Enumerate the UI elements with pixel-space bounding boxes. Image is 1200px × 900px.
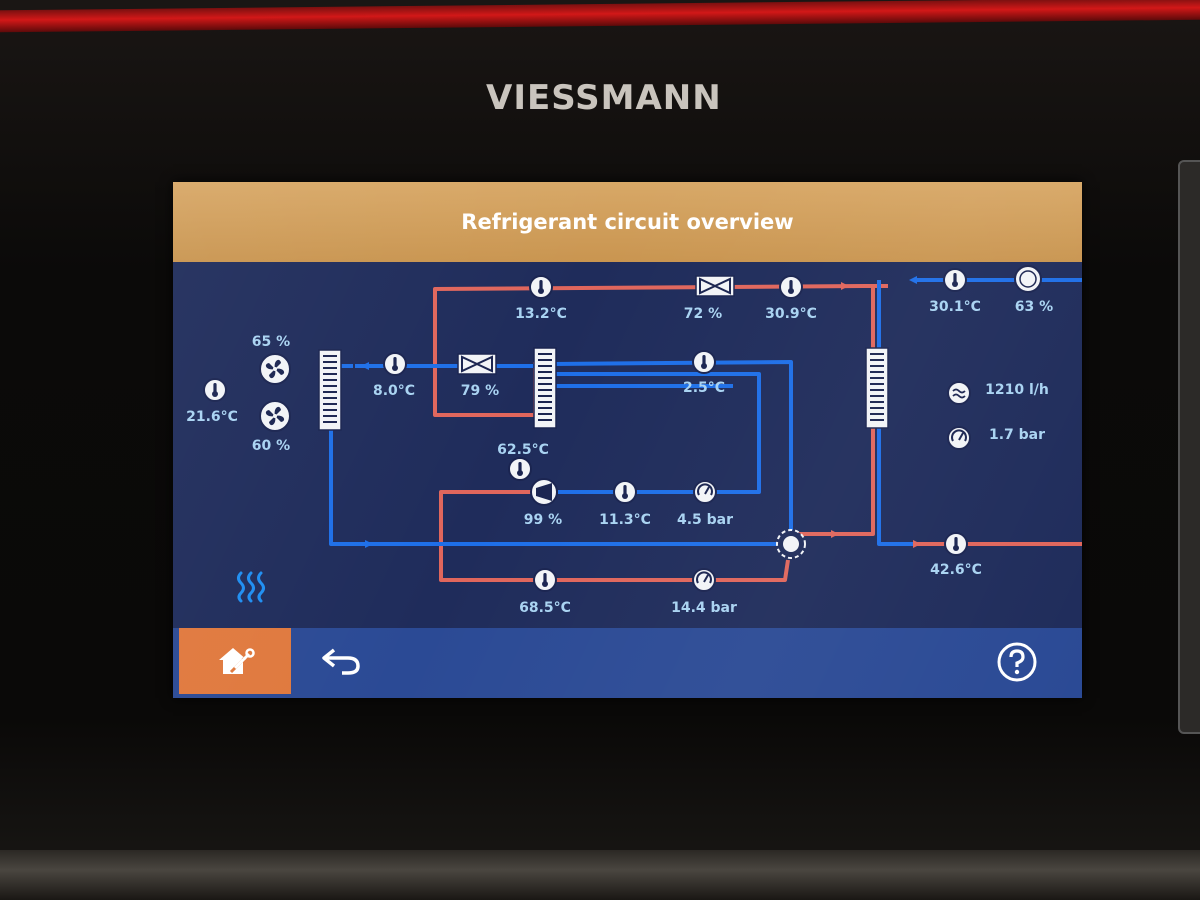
- pump-icon: [1014, 265, 1042, 293]
- circuit-svg: [203, 265, 1082, 603]
- fan-top-value: 65 %: [251, 334, 291, 350]
- heat-waves-icon: [237, 571, 265, 603]
- cold-refrigerant-lines: [329, 278, 1082, 546]
- flow-temp-value: 42.6°C: [930, 562, 982, 578]
- brand-logo: VIESSMANN: [486, 78, 722, 118]
- house-wrench-icon: [219, 648, 255, 674]
- refrigerant-diagram: 21.6°C 65 % 60 % 8.0°C 79 % 13.2°C 72 % …: [173, 262, 1082, 628]
- suction-pressure-gauge-icon: [693, 480, 717, 504]
- side-tab: [1178, 160, 1200, 734]
- discharge-pressure-gauge-icon: [692, 568, 716, 592]
- suction-line-temp-value: 13.2°C: [515, 306, 567, 322]
- service-home-button[interactable]: [179, 628, 291, 694]
- eco-temp-sensor-icon: [692, 350, 716, 374]
- suction-pressure-value: 4.5 bar: [676, 512, 734, 528]
- question-icon: [997, 642, 1037, 682]
- compressor-icon: [530, 478, 558, 506]
- fan-bottom-icon: [259, 400, 291, 432]
- return-temp-sensor-icon: [943, 268, 967, 292]
- page-title: Refrigerant circuit overview: [461, 210, 794, 234]
- four-way-valve-icon: [776, 529, 806, 559]
- intermediate-heat-exchanger-icon: [533, 347, 557, 429]
- flow-arrows: [361, 276, 921, 548]
- title-bar: Refrigerant circuit overview: [173, 182, 1082, 262]
- device-bottom-edge: [0, 850, 1200, 900]
- liquid-temp-sensor-icon: [779, 275, 803, 299]
- flow-meter-icon: [947, 381, 971, 405]
- return-temp-value: 30.1°C: [929, 299, 981, 315]
- condenser-icon: [865, 347, 889, 429]
- pump-speed-value: 63 %: [1014, 299, 1054, 315]
- back-arrow-icon: [322, 648, 360, 675]
- discharge-temp-value: 68.5°C: [519, 600, 571, 616]
- system-pressure-gauge-icon: [947, 426, 971, 450]
- hx-temp-sensor-icon: [508, 457, 532, 481]
- suction-line-sensor-icon: [529, 275, 553, 299]
- outdoor-temp-value: 21.6°C: [186, 409, 238, 425]
- eco-temp-value: 2.5°C: [682, 380, 726, 396]
- display-screen: Refrigerant circuit overview: [173, 182, 1082, 698]
- evaporator-out-sensor-icon: [383, 352, 407, 376]
- compressor-speed-value: 99 %: [523, 512, 563, 528]
- hx-temp-value: 62.5°C: [497, 442, 549, 458]
- flow-rate-value: 1210 l/h: [985, 382, 1049, 398]
- expansion-valve-upper-icon: [695, 275, 735, 297]
- eev-upper-value: 72 %: [683, 306, 723, 322]
- outdoor-temp-sensor-icon: [203, 378, 227, 402]
- evaporator-icon: [318, 349, 342, 431]
- suction-temp-sensor-icon: [613, 480, 637, 504]
- suction-temp-value: 11.3°C: [599, 512, 651, 528]
- discharge-temp-sensor-icon: [533, 568, 557, 592]
- back-button[interactable]: [313, 636, 373, 686]
- expansion-valve-main-icon: [457, 353, 497, 375]
- fan-bottom-value: 60 %: [251, 438, 291, 454]
- evaporator-out-temp-value: 8.0°C: [372, 383, 416, 399]
- flow-temp-sensor-icon: [944, 532, 968, 556]
- bottom-nav-bar: [173, 628, 1082, 698]
- eev-main-value: 79 %: [460, 383, 500, 399]
- discharge-pressure-value: 14.4 bar: [671, 600, 737, 616]
- system-pressure-value: 1.7 bar: [988, 427, 1046, 443]
- fan-top-icon: [259, 353, 291, 385]
- liquid-temp-value: 30.9°C: [765, 306, 817, 322]
- help-button[interactable]: [995, 640, 1039, 684]
